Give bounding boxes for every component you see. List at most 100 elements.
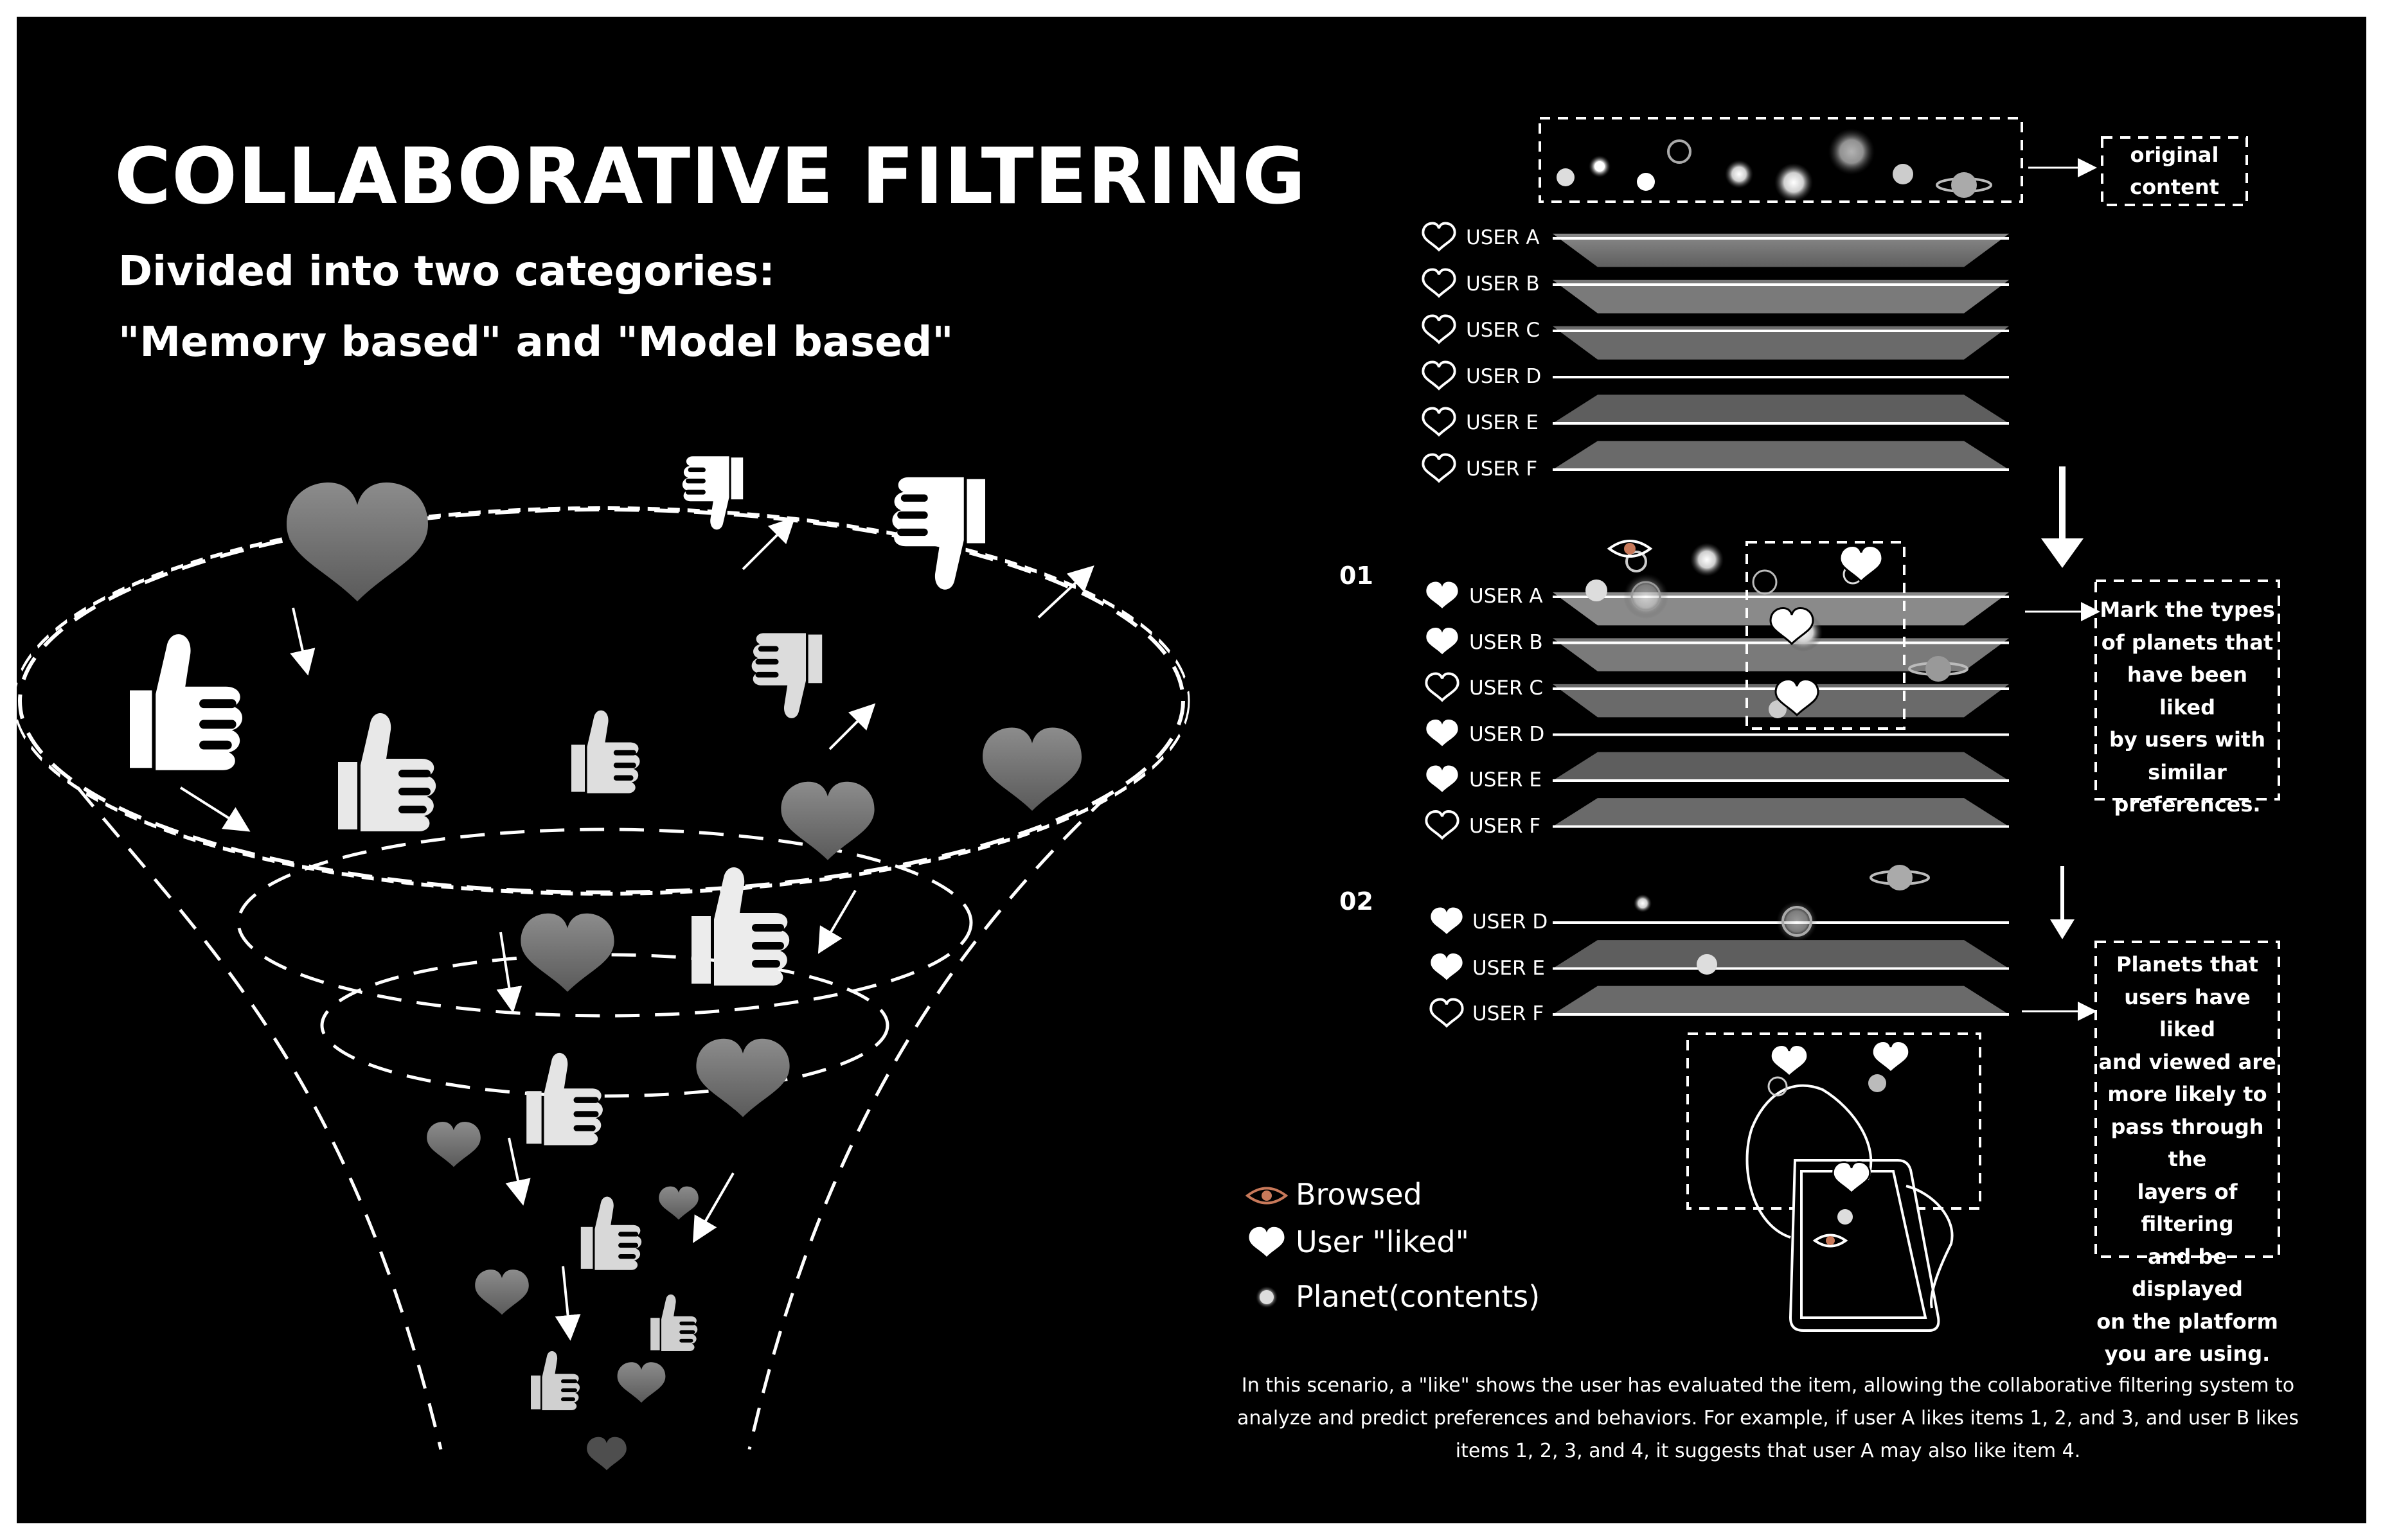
funnel-rim-outer (18, 508, 1185, 894)
heart-icon (587, 1437, 627, 1471)
heart-icon (617, 1362, 666, 1403)
user-label: USER E (1469, 768, 1542, 792)
filter-layer (1553, 326, 2009, 360)
thumbs-up-icon (531, 1351, 580, 1410)
filter-layer (1553, 940, 2009, 969)
heart-icon (781, 781, 875, 860)
legend-browsed: Browsed (1296, 1177, 1422, 1212)
eye-icon (1607, 540, 1653, 558)
heart-icon (1422, 268, 1456, 298)
funnel-arrows (179, 517, 1094, 1341)
step1-highlight-box (1745, 541, 1906, 730)
thumbs-up-icon (650, 1295, 697, 1351)
user-label: USER B (1469, 630, 1543, 654)
phone-illustration (1745, 1084, 1954, 1332)
layers-step2 (1429, 907, 2009, 1028)
heart-icon (1426, 627, 1458, 655)
user-label: USER E (1472, 956, 1545, 980)
liked-hearts-step2 (1767, 1040, 1910, 1225)
step2-note: Planets that users have liked and viewed… (2096, 952, 2278, 1366)
heart-icon (1426, 765, 1458, 792)
thumbs-up-icon (130, 634, 242, 770)
down-arrow-small (2050, 866, 2075, 939)
funnel-outline (18, 508, 1185, 1450)
down-arrow-large (2041, 466, 2084, 568)
heart-icon (521, 913, 614, 992)
step2-note-box (2094, 941, 2280, 1258)
filter-layer (1553, 638, 2009, 671)
user-label: USER C (1466, 319, 1540, 342)
heart-icon (1429, 998, 1464, 1028)
user-label: USER F (1469, 814, 1541, 838)
heart-icon (1422, 360, 1456, 391)
filter-layer (1553, 986, 2009, 1014)
legend-liked: User "liked" (1296, 1225, 1469, 1259)
funnel-ring-lower (320, 953, 889, 1098)
heart-icon (1425, 672, 1459, 702)
legend-planet: Planet(contents) (1296, 1279, 1540, 1314)
user-label: USER B (1466, 272, 1540, 296)
funnel-side-right (747, 793, 1111, 1450)
user-label: USER E (1466, 411, 1539, 434)
eye-icon (1812, 1234, 1848, 1248)
heart-icon (1249, 1226, 1285, 1257)
heart-icon (696, 1038, 790, 1117)
user-label: USER F (1466, 457, 1538, 481)
subtitle-line-1: Divided into two categories: (118, 248, 775, 296)
thumbs-down-icon (892, 477, 985, 590)
heart-icon (1422, 453, 1456, 483)
heart-icon (475, 1270, 529, 1315)
subtitle-line-2: "Memory based" and "Model based" (118, 319, 954, 366)
thumbs-up-icon (338, 713, 436, 831)
heart-icon (1431, 953, 1463, 980)
filter-layer (1553, 233, 2009, 267)
original-content-note: original content (2130, 143, 2219, 199)
layers-step1 (1425, 581, 2009, 840)
heart-icon (1426, 581, 1458, 608)
heart-icon (427, 1122, 481, 1167)
thumbs-up-icon (692, 867, 789, 986)
user-label: USER A (1466, 226, 1540, 249)
filter-layer (1553, 798, 2009, 827)
heart-icon (1431, 907, 1463, 934)
filter-layer (1553, 394, 2009, 423)
heart-icon (287, 482, 428, 601)
caption-text: In this scenario, a "like" shows the use… (1237, 1374, 2299, 1462)
thumbs-down-icon (752, 633, 823, 718)
layers-top (1422, 222, 2009, 483)
thumbs-down-icon (683, 456, 743, 529)
thumbs-up-icon (571, 711, 640, 793)
user-label: USER A (1469, 585, 1543, 608)
original-content-box (1539, 117, 2023, 203)
heart-icon (1422, 407, 1456, 437)
legend-icons (1245, 1187, 1289, 1308)
step1-note-box (2094, 580, 2280, 801)
filter-layer (1553, 752, 2009, 781)
thumbs-up-icon (581, 1197, 641, 1270)
eye-icon (1245, 1187, 1289, 1205)
user-label: USER D (1466, 365, 1542, 388)
planets-original (1557, 128, 1992, 202)
heart-icon (1422, 222, 1456, 252)
step-label-01: 01 (1339, 562, 1373, 590)
original-content-note-box (2101, 136, 2248, 206)
heart-icon (659, 1186, 699, 1220)
step1-note: Mark the types of planets that have been… (2100, 597, 2275, 817)
diagram-art (17, 117, 2280, 1471)
user-label: USER D (1472, 910, 1548, 934)
heart-icon (1426, 719, 1458, 747)
heart-icon (983, 727, 1082, 811)
filter-layer (1553, 279, 2009, 314)
funnel-ring-middle (237, 828, 973, 1018)
user-label: USER F (1472, 1002, 1544, 1025)
page-title: COLLABORATIVE FILTERING (114, 132, 1307, 222)
diagram-canvas: COLLABORATIVE FILTERING Divided into two… (17, 17, 2366, 1523)
heart-icon (1425, 810, 1459, 840)
funnel-side-left (76, 786, 443, 1450)
user-label: USER D (1469, 722, 1545, 746)
heart-icon (1422, 314, 1456, 344)
step-label-02: 02 (1339, 887, 1373, 916)
filter-layer (1553, 441, 2009, 470)
user-label: USER C (1469, 677, 1543, 700)
planets-step2 (1634, 865, 1930, 975)
